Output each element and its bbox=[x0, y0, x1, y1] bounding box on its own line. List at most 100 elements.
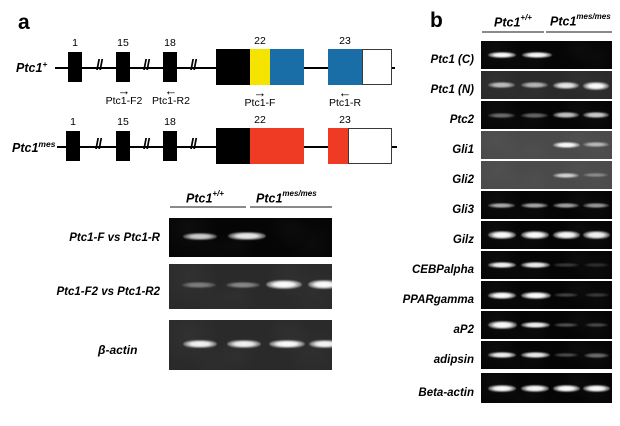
exon-number-1: 1 bbox=[70, 116, 76, 128]
gel-band bbox=[521, 231, 549, 239]
panel-b-gel-ptc2 bbox=[481, 101, 612, 129]
exon-23-white-segment bbox=[362, 49, 392, 85]
gel-band bbox=[553, 142, 580, 148]
intron-break-1: // bbox=[96, 57, 103, 74]
exon-22-blue-segment bbox=[270, 49, 304, 85]
panel-a-gel-beta-actin bbox=[169, 320, 332, 370]
exon-1-wildtype bbox=[68, 52, 82, 82]
exon-23-blue-segment bbox=[328, 49, 362, 85]
gel-band bbox=[488, 231, 516, 239]
gel-band bbox=[583, 142, 609, 147]
panel-b-gel-ap2 bbox=[481, 311, 612, 339]
gel-band bbox=[521, 262, 550, 268]
allele-superscript: mes bbox=[38, 139, 56, 149]
panel-b-gel-gli1 bbox=[481, 131, 612, 159]
gel-band bbox=[488, 203, 515, 208]
exon-number-15: 15 bbox=[117, 37, 129, 49]
gel-band bbox=[183, 233, 217, 240]
panel-letter-b: b bbox=[430, 9, 443, 32]
gel-band bbox=[488, 321, 517, 329]
panel-a-gel-ptc1-f2-vs-r2 bbox=[169, 264, 332, 309]
panel-b-gel-ppargamma bbox=[481, 281, 612, 309]
exon-22-yellow-segment bbox=[250, 49, 270, 85]
gel-band bbox=[553, 173, 579, 178]
gel-band bbox=[585, 293, 609, 297]
arrow-left-icon: ← bbox=[164, 83, 178, 98]
header-gene-name: Ptc1 bbox=[550, 14, 577, 29]
gel-band bbox=[228, 232, 266, 240]
panel-a-header-rule-wildtype bbox=[170, 206, 246, 208]
exon-23-white-segment-mutant bbox=[348, 128, 392, 164]
gel-band bbox=[488, 113, 515, 118]
gel-band bbox=[583, 112, 609, 118]
gel-band bbox=[522, 52, 552, 58]
header-gene-name: Ptc1 bbox=[256, 191, 283, 206]
exon-number-18: 18 bbox=[164, 116, 176, 128]
allele-label-mutant: Ptc1mes bbox=[12, 140, 55, 155]
panel-b-row-label-beta-actin: Beta-actin bbox=[418, 387, 474, 399]
gel-band bbox=[584, 263, 609, 267]
primer-label: Ptc1-F bbox=[244, 97, 276, 109]
gel-band bbox=[553, 82, 579, 89]
primer-ptc1-r: ← Ptc1-R bbox=[320, 86, 370, 110]
header-genotype: mes/mes bbox=[576, 12, 611, 21]
header-gene-name: Ptc1 bbox=[494, 15, 521, 30]
gel-band bbox=[488, 385, 516, 392]
allele-label-wildtype: Ptc1+ bbox=[16, 60, 47, 75]
panel-a-row-label-beta-actin: β-actin bbox=[98, 344, 137, 356]
gel-band bbox=[553, 263, 579, 267]
panel-b-row-label-ap2: aP2 bbox=[453, 324, 474, 336]
panel-b-header-rule-wildtype bbox=[482, 31, 544, 33]
allele-name: Ptc1 bbox=[12, 141, 39, 156]
gel-band bbox=[266, 280, 302, 289]
gel-band bbox=[521, 203, 548, 208]
gel-band bbox=[488, 352, 516, 358]
panel-a-header-mutant: Ptc1mes/mes bbox=[256, 190, 317, 206]
header-genotype: mes/mes bbox=[282, 189, 317, 198]
gel-band bbox=[583, 82, 609, 90]
exon-22-black-segment-mutant bbox=[216, 128, 250, 164]
primer-label: Ptc1-F2 bbox=[105, 95, 143, 107]
panel-b-gel-gli3 bbox=[481, 191, 612, 219]
exon-18-mutant bbox=[163, 131, 177, 161]
gel-band bbox=[583, 203, 609, 208]
panel-b-row-label-cebpalpha: CEBPalpha bbox=[412, 264, 474, 276]
exon-number-15: 15 bbox=[117, 116, 129, 128]
primer-label: Ptc1-R bbox=[328, 97, 362, 109]
exon-15-wildtype bbox=[116, 52, 130, 82]
exon-number-22: 22 bbox=[254, 35, 266, 47]
header-gene-name: Ptc1 bbox=[186, 191, 213, 206]
gel-band bbox=[182, 282, 216, 288]
gel-band bbox=[226, 282, 260, 288]
gel-band bbox=[521, 352, 550, 358]
primer-ptc1-f: → Ptc1-F bbox=[235, 86, 285, 110]
gel-background-noise bbox=[169, 264, 332, 309]
exon-number-23: 23 bbox=[339, 114, 351, 126]
panel-b-gel-ptc1-c bbox=[481, 41, 612, 69]
primer-ptc1-r2: ← Ptc1-R2 bbox=[146, 83, 196, 108]
gel-band bbox=[488, 262, 516, 268]
gel-band bbox=[521, 385, 549, 392]
intron-break-2: // bbox=[143, 136, 150, 153]
gel-band bbox=[488, 292, 516, 299]
gel-band bbox=[553, 203, 579, 208]
panel-b-row-label-adipsin: adipsin bbox=[433, 354, 474, 366]
panel-b-row-label-ptc1-c: Ptc1 (C) bbox=[430, 54, 474, 66]
gel-band bbox=[584, 353, 609, 358]
panel-b-gel-gli2 bbox=[481, 161, 612, 189]
panel-b-row-label-gli2: Gli2 bbox=[452, 174, 474, 186]
allele-name: Ptc1 bbox=[16, 61, 43, 76]
gel-band bbox=[554, 293, 578, 297]
gel-band bbox=[488, 52, 516, 58]
exon-number-22: 22 bbox=[254, 114, 266, 126]
gel-band bbox=[521, 113, 548, 118]
panel-b-row-label-ptc2: Ptc2 bbox=[449, 114, 474, 126]
gel-band bbox=[227, 340, 261, 348]
panel-b-header-wildtype: Ptc1+/+ bbox=[494, 14, 532, 30]
exon-15-mutant bbox=[116, 131, 130, 161]
gel-band bbox=[583, 173, 608, 177]
panel-b-gel-adipsin bbox=[481, 341, 612, 369]
panel-b-row-label-ptc1-n: Ptc1 (N) bbox=[430, 84, 474, 96]
exon-number-18: 18 bbox=[164, 37, 176, 49]
gel-background-noise bbox=[481, 161, 612, 189]
